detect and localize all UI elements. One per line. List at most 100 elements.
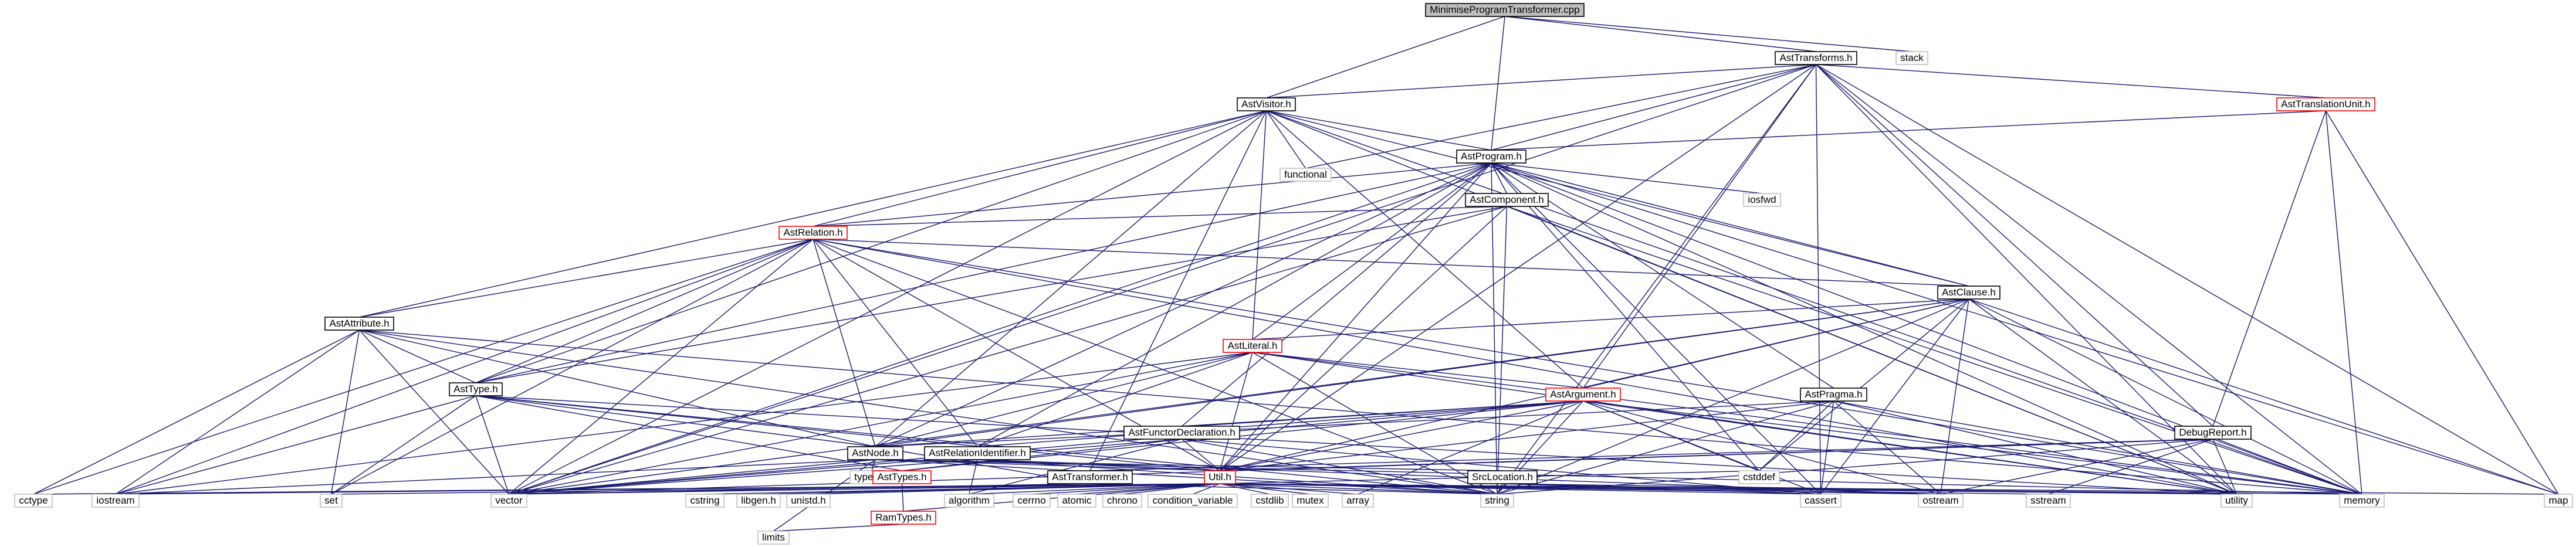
node-box (1251, 494, 1289, 508)
node-label: ostream (1922, 495, 1958, 506)
node-label: MinimiseProgramTransformer.cpp (1430, 4, 1579, 15)
node-types[interactable]: AstTypes.h (872, 470, 932, 484)
edge-root-to-visitor (1266, 16, 1505, 98)
edge-clause-to-cstddef (1759, 298, 1969, 471)
node-root[interactable]: MinimiseProgramTransformer.cpp (1425, 3, 1585, 17)
edge-visitor-to-asttype (475, 110, 1267, 383)
edge-debug-to-sstream (2048, 439, 2213, 495)
edge-transforms-to-map (1816, 64, 2559, 495)
node-label: AstTypes.h (877, 471, 926, 483)
edge-program-to-literal (1252, 162, 1492, 340)
node-attribute[interactable]: AstAttribute.h (324, 317, 394, 331)
node-pragma[interactable]: AstPragma.h (1800, 388, 1867, 402)
edge-node-to-string (875, 459, 1498, 495)
node-relid[interactable]: AstRelationIdentifier.h (924, 446, 1031, 460)
edge-argument-to-array (1358, 400, 1583, 495)
edge-transforms-to-argument (1582, 64, 1817, 389)
edge-util-to-atomic (1077, 483, 1220, 495)
node-ramtypes[interactable]: RamTypes.h (871, 511, 936, 525)
edge-relation-to-string (813, 239, 1498, 495)
node-cerrno: cerrno (1013, 494, 1051, 508)
edge-root-to-program (1491, 16, 1505, 151)
node-label: utility (2225, 495, 2248, 506)
edge-transforms-to-tunit (1816, 64, 2326, 98)
node-asttype[interactable]: AstType.h (449, 382, 503, 396)
edge-literal-to-util (1219, 352, 1253, 471)
node-label: iostream (96, 495, 134, 506)
node-box (1800, 494, 1842, 508)
edge-util-to-string (1220, 483, 1498, 495)
edge-node-to-typeinfo (871, 459, 876, 471)
node-program[interactable]: AstProgram.h (1456, 150, 1526, 164)
node-clause[interactable]: AstClause.h (1937, 286, 2000, 300)
node-relation[interactable]: AstRelation.h (778, 226, 848, 240)
node-literal[interactable]: AstLiteral.h (1223, 339, 1282, 353)
node-label: iosfwd (1748, 194, 1776, 205)
node-sstream: sstream (2026, 494, 2071, 508)
node-vector: vector (490, 494, 527, 508)
node-box (14, 494, 53, 508)
edge-util-to-cstdlib (1220, 483, 1270, 495)
edge-util-to-chrono (1122, 483, 1220, 495)
node-argument[interactable]: AstArgument.h (1545, 388, 1621, 402)
node-node[interactable]: AstNode.h (847, 446, 903, 460)
node-component[interactable]: AstComponent.h (1465, 193, 1549, 207)
node-box (2339, 494, 2385, 508)
node-box (490, 494, 527, 508)
node-transforms[interactable]: AstTransforms.h (1775, 51, 1857, 65)
node-functor[interactable]: AstFunctorDeclaration.h (1123, 426, 1240, 440)
edge-relation-to-set (331, 239, 814, 495)
node-debug[interactable]: DebugReport.h (2174, 426, 2252, 440)
edge-attribute-to-iostream (115, 329, 360, 495)
edge-program-to-vector (509, 162, 1492, 495)
edge-util-to-algorithm (969, 483, 1220, 495)
node-transformer[interactable]: AstTransformer.h (1047, 470, 1133, 484)
node-tunit[interactable]: AstTranslationUnit.h (2276, 97, 2375, 111)
node-layer: MinimiseProgramTransformer.cppAstTransfo… (14, 3, 2573, 545)
edge-clause-to-ostream (1940, 298, 1969, 495)
edge-program-to-clause (1491, 162, 1969, 287)
edge-asttype-to-node (475, 395, 876, 447)
edge-pragma-to-node (875, 400, 1834, 447)
node-visitor[interactable]: AstVisitor.h (1237, 97, 1296, 111)
edge-clause-to-cassert (1820, 298, 1969, 495)
node-cstdlib: cstdlib (1251, 494, 1289, 508)
edge-clause-to-memory (1968, 298, 2362, 495)
edge-component-to-asttype (475, 206, 1507, 383)
edge-transforms-to-utility (1815, 64, 2238, 495)
edge-pragma-to-utility (1833, 400, 2237, 495)
edge-node-to-srcloc (875, 459, 1503, 471)
node-box (2544, 494, 2573, 508)
node-label: mutex (1297, 495, 1324, 506)
node-array: array (1342, 494, 1374, 508)
node-condvar: condition_variable (1147, 494, 1238, 508)
edge-srcloc-to-ostream (1502, 483, 1941, 495)
edge-component-to-util (1220, 206, 1507, 471)
node-util[interactable]: Util.h (1204, 470, 1236, 484)
node-ostream: ostream (1918, 494, 1964, 508)
edge-util-to-cctype (33, 483, 1220, 495)
edge-debug-to-ostream (1940, 439, 2213, 495)
edge-argument-to-vector (509, 400, 1583, 495)
node-atomic: atomic (1057, 494, 1096, 508)
edge-clause-to-vector (509, 298, 1969, 495)
edge-program-to-cassert (1491, 162, 1821, 495)
edge-visitor-to-transformer (1089, 110, 1267, 471)
edge-asttype-to-set (331, 395, 476, 495)
node-label: chrono (1107, 495, 1138, 506)
node-set: set (320, 494, 343, 508)
edge-pragma-to-cstddef (1759, 400, 1834, 471)
node-unistd: unistd.h (786, 494, 831, 508)
node-label: cassert (1805, 495, 1837, 506)
edge-relation-to-utility (813, 239, 2237, 495)
edge-srcloc-to-cassert (1502, 483, 1821, 495)
node-label: AstType.h (453, 383, 498, 395)
edge-visitor-to-literal (1252, 110, 1267, 340)
node-box (1279, 168, 1332, 182)
node-srcloc[interactable]: SrcLocation.h (1467, 470, 1538, 484)
edge-literal-to-iostream (115, 352, 1253, 495)
node-label: AstPragma.h (1805, 389, 1862, 400)
edge-transforms-to-functional (1305, 64, 1816, 169)
node-label: AstClause.h (1942, 287, 1996, 298)
edge-relation-to-clause (813, 239, 1969, 287)
